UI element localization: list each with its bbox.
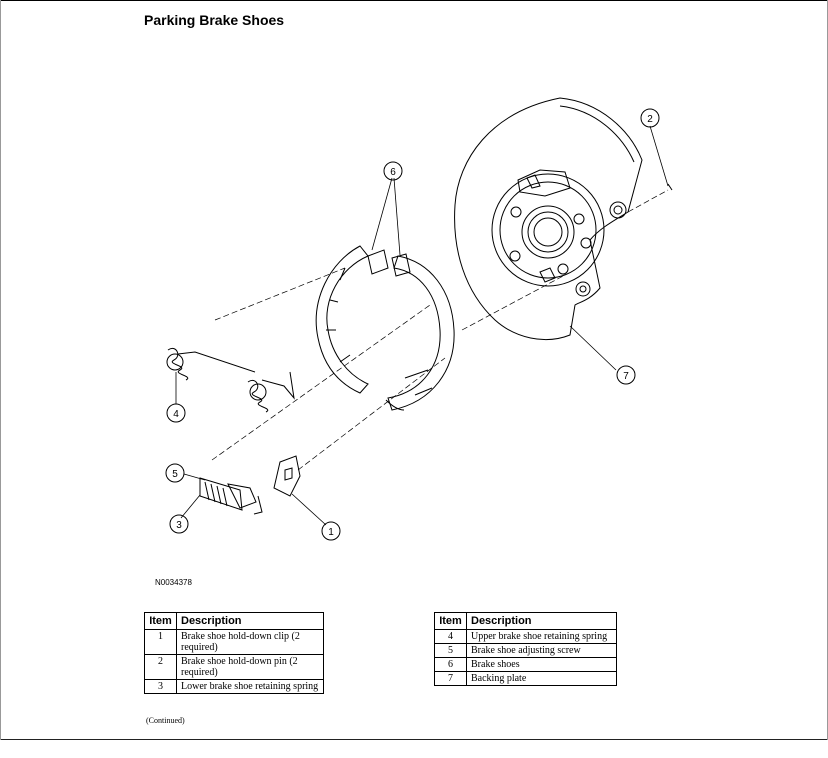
item-description: Lower brake shoe retaining spring: [176, 679, 324, 694]
page-border-bottom: [0, 739, 828, 740]
item-header: Item: [434, 612, 467, 630]
callout-1: 1: [328, 527, 334, 538]
callout-4-circle: [166, 403, 186, 423]
table-row: 2 Brake shoe hold-down pin (2 required): [144, 654, 324, 680]
callout-7-circle: [616, 365, 636, 385]
hold-down-clip-illustration: [273, 455, 301, 497]
item-description: Brake shoes: [466, 657, 617, 672]
item-number: 3: [144, 679, 177, 694]
callout-3: 3: [176, 520, 182, 531]
callout-5-circle: [165, 463, 185, 483]
description-header: Description: [176, 612, 324, 630]
callout-6: 6: [390, 167, 396, 178]
item-number: 6: [434, 657, 467, 672]
item-number: 2: [144, 654, 177, 680]
upper-spring-illustration: [166, 347, 295, 413]
callout-3-circle: [169, 514, 189, 534]
callout-circles: [165, 108, 660, 541]
table-row: 6 Brake shoes: [434, 657, 617, 672]
callout-7: 7: [623, 371, 629, 382]
item-description: Brake shoe hold-down pin (2 required): [176, 654, 324, 680]
description-header: Description: [466, 612, 617, 630]
table-row: 7 Backing plate: [434, 671, 617, 686]
item-description: Upper brake shoe retaining spring: [466, 629, 617, 644]
item-header: Item: [144, 612, 177, 630]
callout-1-circle: [321, 521, 341, 541]
item-number: 5: [434, 643, 467, 658]
adjusting-screw-illustration: [199, 477, 263, 515]
table-row: 3 Lower brake shoe retaining spring: [144, 679, 324, 694]
item-table-left: Item Description 1 Brake shoe hold-down …: [144, 612, 324, 694]
item-description: Brake shoe adjusting screw: [466, 643, 617, 658]
hold-down-pin-illustration: [667, 183, 673, 191]
callout-5: 5: [172, 469, 178, 480]
figure-code: N0034378: [155, 578, 192, 587]
table-header-row: Item Description: [434, 612, 617, 630]
callout-6-circle: [383, 161, 403, 181]
item-number: 1: [144, 629, 177, 655]
table-row: 1 Brake shoe hold-down clip (2 required): [144, 629, 324, 655]
backing-plate-illustration: [454, 97, 643, 341]
table-row: 5 Brake shoe adjusting screw: [434, 643, 617, 658]
table-header-row: Item Description: [144, 612, 324, 630]
page-title: Parking Brake Shoes: [144, 12, 285, 28]
callout-2-circle: [640, 108, 660, 128]
item-description: Backing plate: [466, 671, 617, 686]
page-border-top: [0, 0, 828, 1]
brake-shoe-left-illustration: [315, 245, 389, 394]
page-border-left: [0, 0, 1, 740]
table-row: 4 Upper brake shoe retaining spring: [434, 629, 617, 644]
brake-shoe-right-illustration: [385, 253, 455, 411]
callout-4: 4: [173, 409, 179, 420]
item-description: Brake shoe hold-down clip (2 required): [176, 629, 324, 655]
item-table-right: Item Description 4 Upper brake shoe reta…: [434, 612, 617, 686]
callout-2: 2: [647, 114, 653, 125]
item-number: 4: [434, 629, 467, 644]
continued-note: (Continued): [146, 716, 185, 725]
item-number: 7: [434, 671, 467, 686]
exploded-brake-diagram: 6 2 4 5 3 1 7: [165, 97, 673, 541]
